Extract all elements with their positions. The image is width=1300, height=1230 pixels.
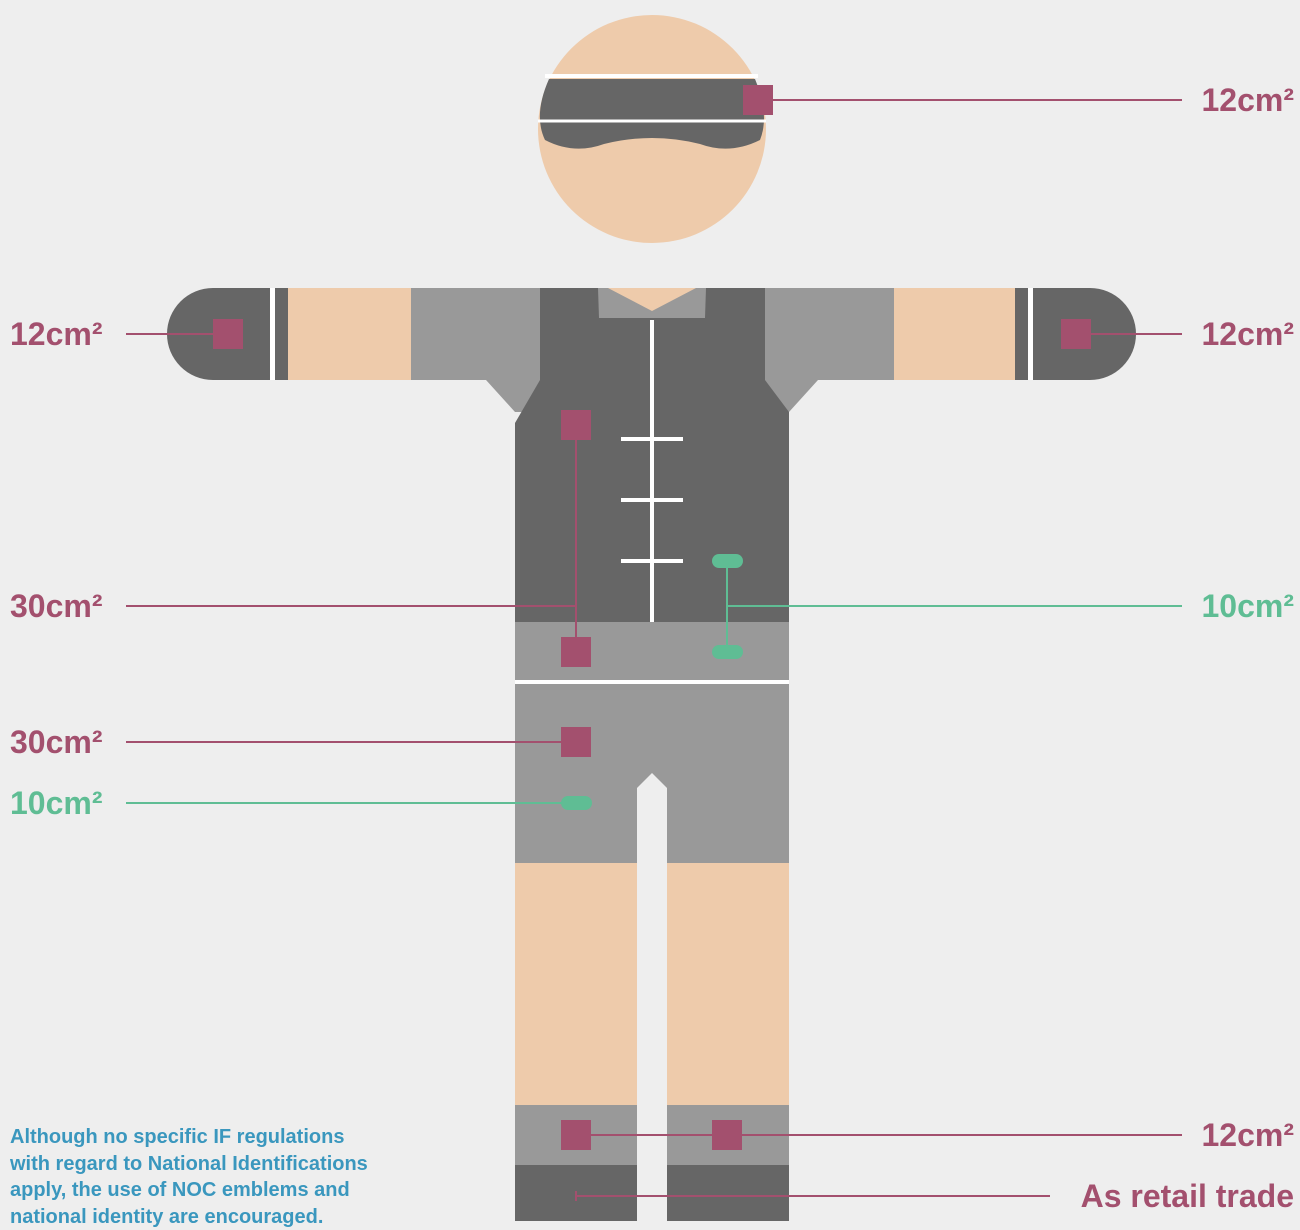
left-wristband-label: 12cm² xyxy=(10,316,103,352)
headband-marker xyxy=(743,85,773,115)
headband-label: 12cm² xyxy=(1202,82,1295,118)
shorts xyxy=(515,684,789,863)
upper-body-label: 30cm² xyxy=(10,588,103,624)
note-line: national identity are encouraged. xyxy=(10,1204,450,1230)
left-forearm xyxy=(288,288,411,380)
note-line: apply, the use of NOC emblems and xyxy=(10,1177,450,1204)
shoes-label: As retail trade xyxy=(1081,1178,1294,1214)
waist-line xyxy=(515,680,789,684)
left-sock-marker xyxy=(561,1120,591,1150)
lower-body-alt-label: 10cm² xyxy=(10,785,103,821)
left-wristband-marker xyxy=(213,319,243,349)
note-line: with regard to National Identifications xyxy=(10,1151,450,1178)
lower-body-marker xyxy=(561,727,591,757)
right-wristband-marker xyxy=(1061,319,1091,349)
upper-body-alt-marker-top xyxy=(712,554,743,568)
left-sleeve xyxy=(411,288,540,412)
lower-body-alt-marker xyxy=(561,796,592,810)
waistband xyxy=(515,622,789,680)
lower-body-label: 30cm² xyxy=(10,724,103,760)
right-forearm xyxy=(894,288,1015,380)
identification-note: Although no specific IF regulations with… xyxy=(10,1124,450,1230)
left-leg xyxy=(515,863,637,1105)
upper-body-alt-label: 10cm² xyxy=(1202,588,1295,624)
socks-label: 12cm² xyxy=(1202,1117,1295,1153)
right-wristband-label: 12cm² xyxy=(1202,316,1295,352)
upper-body-marker-top xyxy=(561,410,591,440)
right-leg xyxy=(667,863,789,1105)
upper-body-marker-bottom xyxy=(561,637,591,667)
right-sock-marker xyxy=(712,1120,742,1150)
right-sleeve xyxy=(765,288,894,412)
upper-body-alt-marker-bottom xyxy=(712,645,743,659)
right-shoe xyxy=(667,1165,789,1221)
right-wristband-stripe xyxy=(1028,288,1033,380)
note-line: Although no specific IF regulations xyxy=(10,1124,450,1151)
left-wristband-stripe xyxy=(270,288,275,380)
